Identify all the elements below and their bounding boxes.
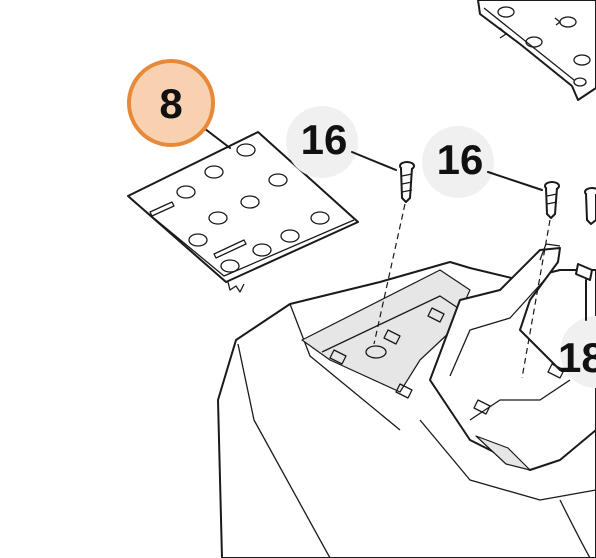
mat-pad-part	[127, 131, 359, 293]
pad-holes	[176, 143, 330, 273]
callout-18: 18	[558, 279, 596, 388]
insertion-line-left	[373, 203, 406, 345]
callout-16-left-label: 16	[301, 116, 348, 163]
callout-16-left-bubble	[286, 106, 358, 178]
callout-8-circle	[127, 59, 215, 147]
callout-8: 8	[127, 59, 231, 149]
screw-far-right	[584, 187, 596, 225]
callout-16-right-label: 16	[437, 136, 484, 183]
screw-left	[399, 161, 415, 203]
upper-housing-part	[477, 0, 596, 101]
callout-16-right: 16	[422, 126, 543, 198]
callout-16-left: 16	[286, 106, 397, 178]
callout-18-bubble	[560, 316, 596, 388]
screw-right	[544, 181, 560, 219]
main-housing-part	[217, 243, 596, 558]
callout-8-label: 8	[159, 80, 182, 127]
callout-18-label: 18	[558, 334, 596, 381]
callout-16-right-bubble	[422, 126, 494, 198]
insertion-line-right	[521, 219, 551, 379]
